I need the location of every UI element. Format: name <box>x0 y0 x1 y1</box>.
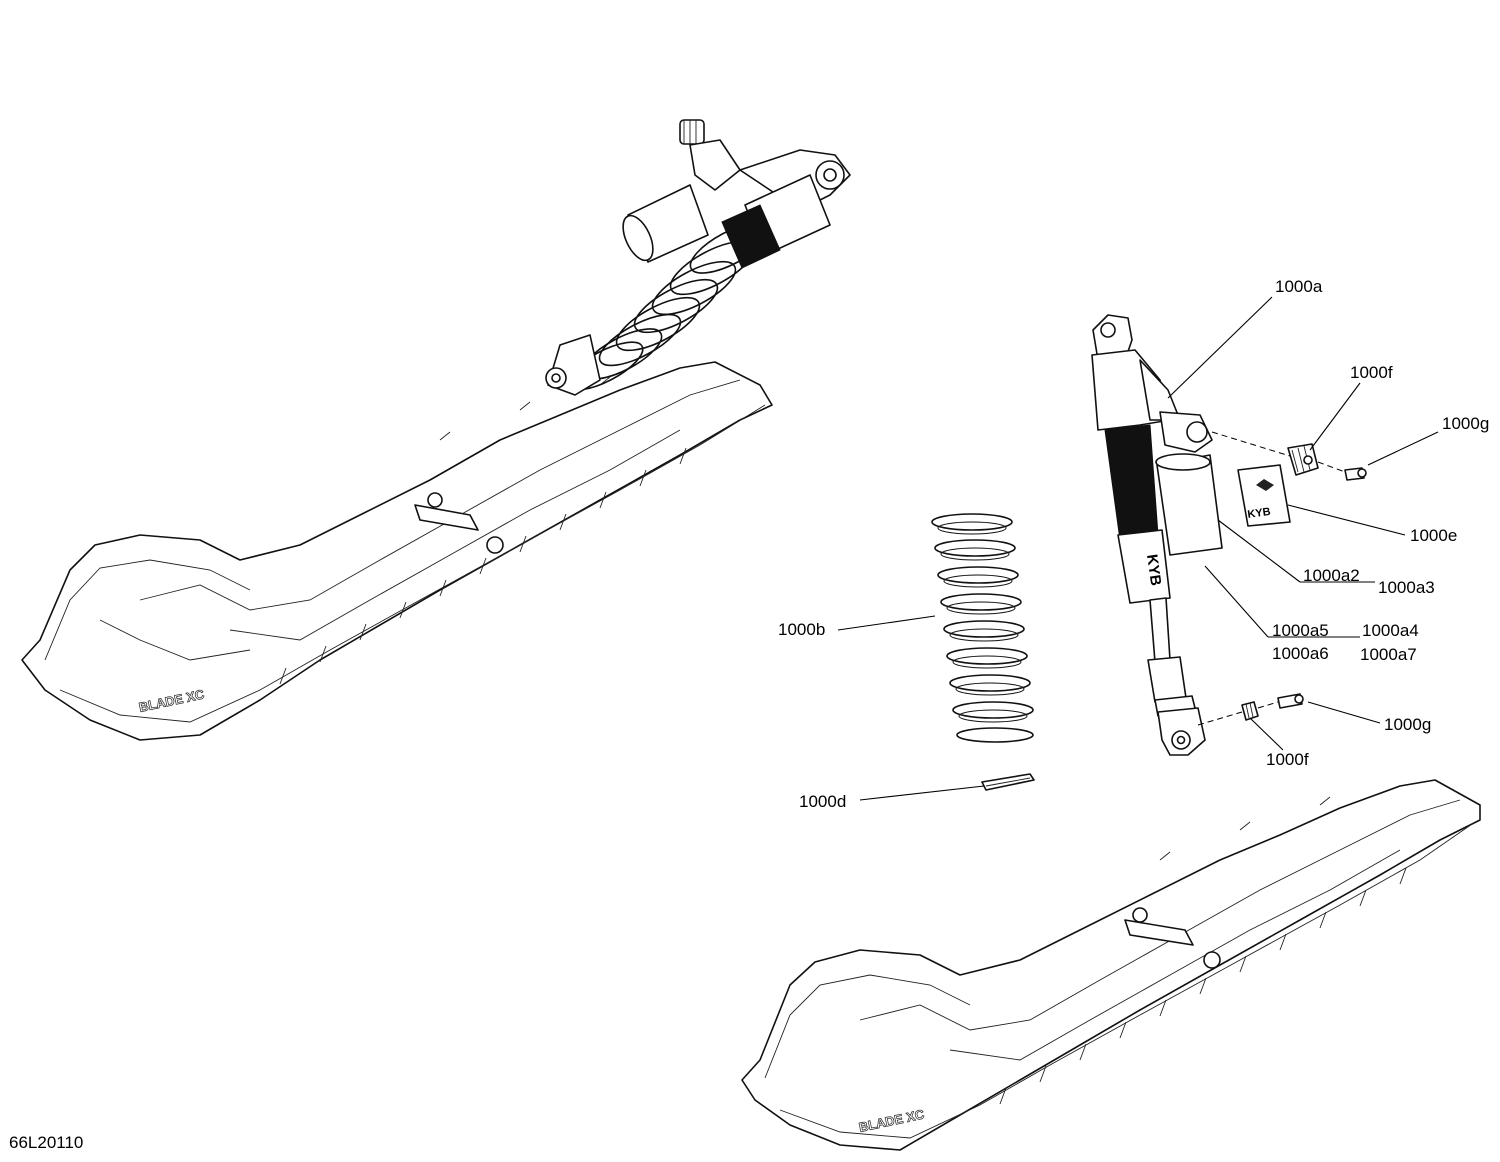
callout-1000g-top: 1000g <box>1442 414 1490 433</box>
nut-bottom <box>1241 701 1259 721</box>
callout-1000a5: 1000a5 <box>1272 621 1329 640</box>
spring <box>931 513 1034 743</box>
callout-1000f-top: 1000f <box>1350 363 1393 382</box>
callout-1000f-bottom: 1000f <box>1266 750 1309 769</box>
callout-1000a4: 1000a4 <box>1362 621 1419 640</box>
callout-1000e: 1000e <box>1410 526 1458 545</box>
ski-right: BLADE XC <box>741 779 1481 1151</box>
shock-assembled <box>545 119 851 396</box>
decal-kyb: KYB <box>1237 464 1291 527</box>
callout-1000a6: 1000a6 <box>1272 644 1329 663</box>
kyb-logo-decal: KYB <box>1247 506 1272 521</box>
kyb-logo-shock: KYB <box>1143 553 1164 587</box>
callout-1000g-bottom: 1000g <box>1384 715 1432 734</box>
leader-lines <box>837 296 1439 801</box>
drawing-number: 66L20110 <box>9 1133 84 1152</box>
screw-bottom <box>1277 693 1304 709</box>
shock-exploded: KYB <box>1091 314 1223 756</box>
adjuster-knob-top <box>1287 443 1319 476</box>
callout-1000d: 1000d <box>799 792 847 811</box>
spring-spacer <box>981 773 1035 791</box>
callout-1000b: 1000b <box>778 620 826 639</box>
ski-left: BLADE XC <box>21 361 773 741</box>
callout-1000a: 1000a <box>1275 277 1323 296</box>
callout-1000a2: 1000a2 <box>1303 566 1360 585</box>
callout-1000a7: 1000a7 <box>1360 645 1417 664</box>
callout-1000a3: 1000a3 <box>1378 578 1435 597</box>
screw-top <box>1344 467 1367 481</box>
